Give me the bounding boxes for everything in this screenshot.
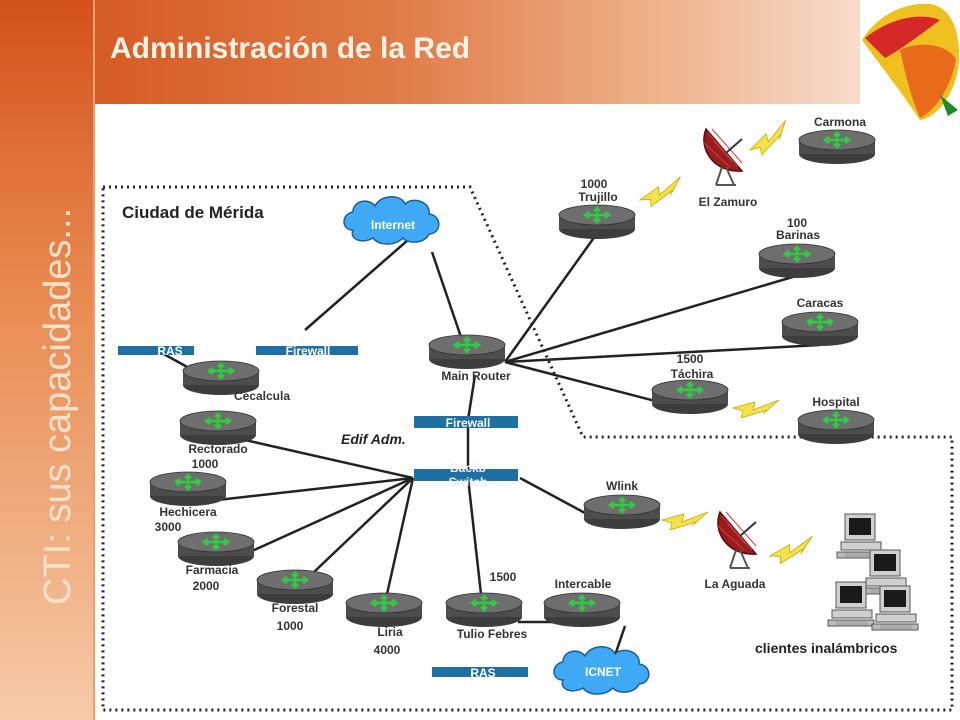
header-banner bbox=[0, 0, 860, 104]
carmona-label: Carmona bbox=[814, 115, 866, 129]
trujillo-router-icon bbox=[557, 203, 637, 241]
ras-top-bar bbox=[118, 346, 194, 355]
ras-bottom-label: RAS bbox=[470, 666, 495, 680]
vertical-caption: CTI: sus capacidades... bbox=[37, 208, 79, 605]
ras-bottom-bar bbox=[432, 667, 528, 677]
el-zamuro-label: El Zamuro bbox=[699, 195, 758, 209]
rectorado-router-icon bbox=[178, 409, 258, 447]
intercable-router-icon bbox=[542, 591, 622, 629]
el-zamuro-dish-icon bbox=[702, 128, 743, 186]
tulio-router-icon bbox=[444, 591, 524, 629]
farmacia-router-icon bbox=[176, 530, 256, 568]
city-zone-label: Ciudad de Mérida bbox=[122, 203, 264, 222]
wireless-link-icon bbox=[636, 176, 688, 210]
tulio-number: 1500 bbox=[490, 570, 517, 584]
liria-number: 4000 bbox=[374, 643, 401, 657]
main-router-icon bbox=[427, 333, 507, 371]
barinas-label: Barinas bbox=[776, 228, 820, 242]
barinas-number: 100 bbox=[787, 216, 807, 230]
tachira-number: 1500 bbox=[677, 352, 704, 366]
tulio-label: Tulio Febres bbox=[457, 627, 528, 641]
la-aguada-dish-icon bbox=[716, 511, 757, 569]
icnet-cloud-label: ICNET bbox=[585, 665, 622, 679]
wireless-zone-label: clientes inalámbricos bbox=[755, 640, 898, 656]
firewall-top-bar bbox=[256, 346, 358, 355]
liria-router-icon bbox=[344, 591, 424, 629]
trujillo-number: 1000 bbox=[581, 177, 608, 191]
intercable-label: Intercable bbox=[555, 577, 612, 591]
wireless-link-icon bbox=[661, 511, 709, 531]
trujillo-label: Trujillo bbox=[578, 190, 617, 204]
sidebar-divider bbox=[93, 0, 95, 720]
firewall-top-label: Firewall bbox=[286, 344, 331, 358]
internet-cloud-label: Internet bbox=[371, 218, 415, 232]
firewall-mid-label: Firewall bbox=[446, 416, 491, 430]
merida-boundary bbox=[101, 185, 954, 712]
wireless-link-icon bbox=[732, 399, 780, 419]
barinas-router-icon bbox=[757, 242, 837, 280]
forestal-label: Forestal bbox=[272, 601, 319, 615]
wlink-label: Wlink bbox=[606, 479, 638, 493]
logo-icon bbox=[862, 3, 960, 120]
la-aguada-label: La Aguada bbox=[705, 577, 766, 591]
left-sidebar bbox=[0, 0, 93, 720]
liria-label: Liria bbox=[377, 625, 403, 639]
hospital-router-icon bbox=[796, 408, 876, 446]
forestal-router-icon bbox=[255, 568, 335, 606]
vertical-caption-text: CTI: sus capacidades... bbox=[37, 208, 79, 605]
cecalcula-label: Cecalcula bbox=[234, 389, 290, 403]
hechicera-label: Hechicera bbox=[159, 505, 217, 519]
hechicera-router-icon bbox=[148, 470, 228, 508]
ras-top-label: RAS bbox=[157, 344, 182, 358]
forestal-number: 1000 bbox=[277, 619, 304, 633]
carmona-router-icon bbox=[797, 128, 877, 166]
backbone-switch-bar bbox=[414, 469, 518, 481]
tachira-router-icon bbox=[650, 378, 730, 416]
building-zone-label: Edif Adm. bbox=[341, 431, 406, 447]
hospital-label: Hospital bbox=[812, 395, 859, 409]
tachira-label: Táchira bbox=[671, 367, 714, 381]
rectorado-label: Rectorado bbox=[188, 442, 247, 456]
wireless-link-icon bbox=[745, 119, 796, 160]
firewall-mid-bar bbox=[414, 416, 518, 428]
connection-lines bbox=[159, 231, 821, 671]
hechicera-number: 3000 bbox=[155, 520, 182, 534]
caracas-router-icon bbox=[780, 310, 860, 348]
farmacia-label: Farmacia bbox=[186, 563, 239, 577]
main-router-label: Main Router bbox=[441, 369, 511, 383]
farmacia-number: 2000 bbox=[193, 579, 220, 593]
wlink-router-icon bbox=[582, 493, 662, 531]
wireless-link-icon bbox=[767, 535, 818, 567]
page-title: Administración de la Red bbox=[110, 32, 471, 65]
rectorado-number: 1000 bbox=[192, 457, 219, 471]
caracas-label: Caracas bbox=[797, 296, 844, 310]
